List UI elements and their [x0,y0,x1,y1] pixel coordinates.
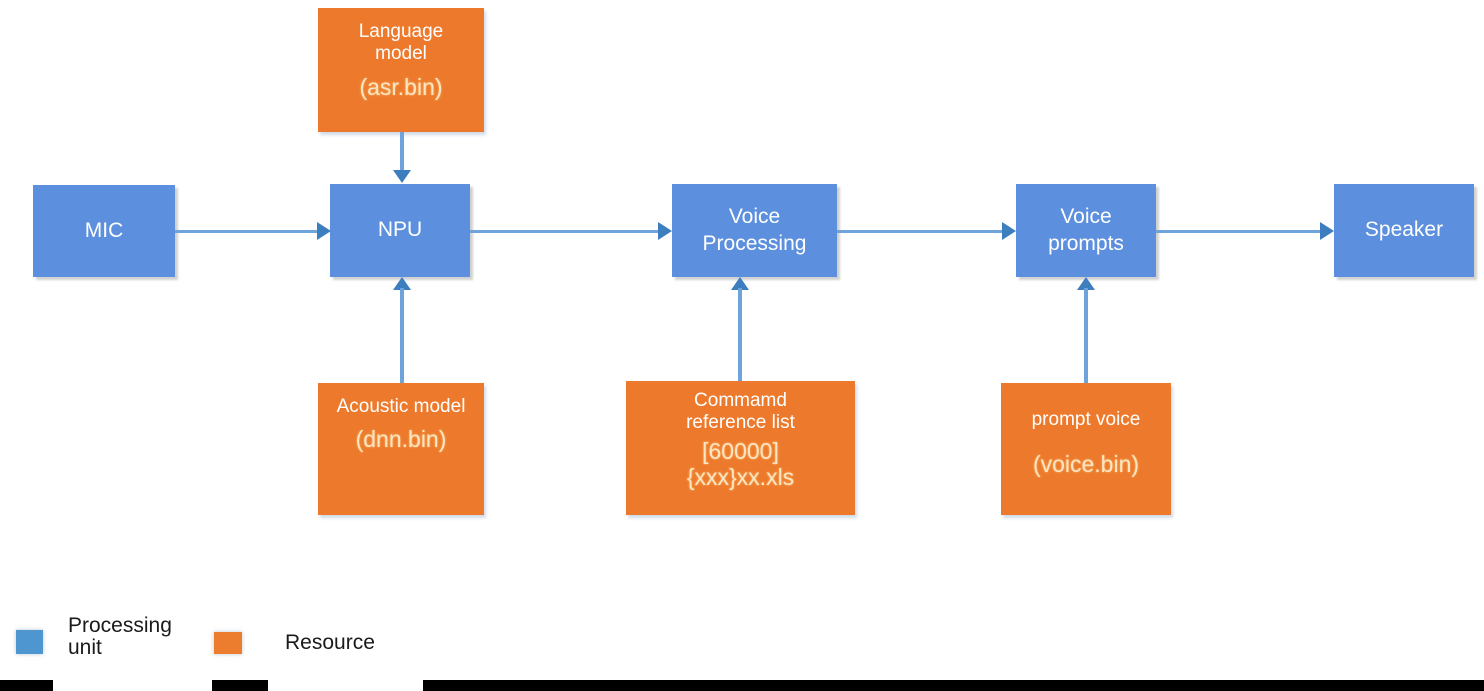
resource-title: prompt voice [1031,409,1141,430]
node-voice-processing-label: Voice Processing [702,205,807,255]
arrowhead-up-icon [731,277,749,290]
node-voice-prompts-label: Voice prompts [1048,205,1124,255]
node-speaker-label: Speaker [1364,218,1444,242]
legend-resource-swatch [214,632,242,654]
arrowhead-right-icon [658,222,672,240]
node-language-model: Language model (asr.bin) [318,8,484,132]
node-prompt-voice: prompt voice (voice.bin) [1001,383,1171,515]
arrow-line [400,288,404,383]
arrow-line [470,230,660,233]
arrow-line [1156,230,1322,233]
resource-file: (voice.bin) [1032,451,1140,478]
resource-file: (asr.bin) [359,73,443,100]
resource-file: (dnn.bin) [355,426,447,453]
cropped-black-bar-2 [212,680,268,691]
resource-title: Commamd reference list [686,390,795,434]
arrow-line [837,230,1004,233]
resource-title: Acoustic model [336,396,466,417]
node-speaker: Speaker [1334,184,1474,277]
arrowhead-right-icon [1002,222,1016,240]
node-npu-label: NPU [377,218,423,242]
node-command-reference-list: Commamd reference list [60000]{xxx}xx.xl… [626,381,855,515]
arrow-line [400,132,404,172]
node-mic: MIC [33,185,175,277]
arrowhead-down-icon [393,170,411,183]
node-acoustic-model: Acoustic model (dnn.bin) [318,383,484,515]
legend-resource-label: Resource [285,631,375,654]
arrowhead-right-icon [317,222,331,240]
arrowhead-up-icon [1077,277,1095,290]
node-voice-prompts: Voice prompts [1016,184,1156,277]
arrowhead-up-icon [393,277,411,290]
node-mic-label: MIC [84,218,124,242]
node-voice-processing: Voice Processing [672,184,837,277]
legend-processing-unit-label: Processing unit [68,614,172,659]
arrow-line [1084,288,1088,383]
arrow-line [738,288,742,381]
resource-title: Language model [358,21,444,65]
arrowhead-right-icon [1320,222,1334,240]
legend-processing-unit-swatch [16,630,43,654]
resource-file: [60000]{xxx}xx.xls [686,437,795,491]
cropped-black-bar-3 [423,680,1484,691]
arrow-line [175,230,319,233]
cropped-black-bar-1 [0,680,53,691]
node-npu: NPU [330,184,470,277]
